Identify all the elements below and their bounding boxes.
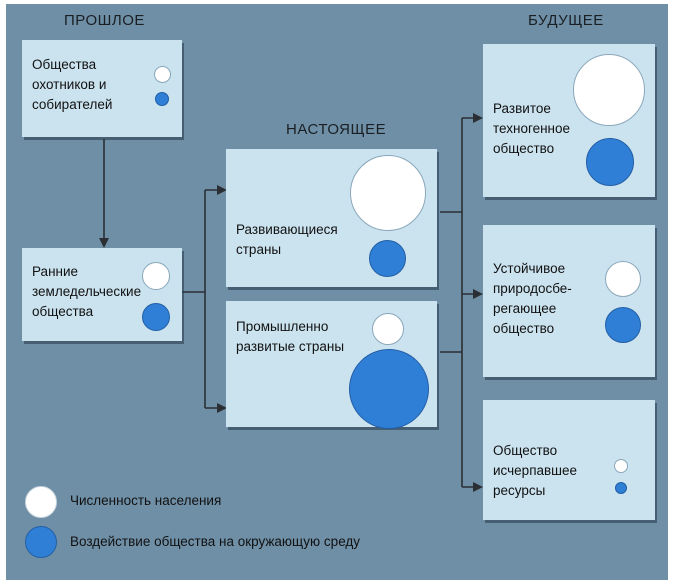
legend-impact-label: Воздействие общества на окружающую среду [70,534,361,549]
box-exhausted-society: Общество исчерпавшее ресурсы [483,400,655,520]
population-circle [350,155,426,231]
label-early-agricultural: Ранние земледельческие общества [32,264,142,319]
legend-impact-circle [25,526,57,558]
box-sustainable-society: Устойчивое природосбе- регающее общество [483,225,655,377]
population-circle [605,261,641,297]
heading-past: ПРОШЛОЕ [64,12,145,29]
impact-circle [605,307,641,343]
label-exhausted-society: Общество исчерпавшее ресурсы [493,443,578,498]
box-developing-countries: Развивающиеся страны [226,149,437,287]
population-circle [614,459,628,473]
label-developing-countries: Развивающиеся страны [236,222,338,257]
impact-circle [586,138,634,186]
box-industrial-countries: Промышленно развитые страны [226,301,437,429]
legend-population-circle [25,486,57,518]
population-circle [154,66,171,83]
heading-present: НАСТОЯЩЕЕ [286,121,387,138]
impact-circle [615,482,627,494]
population-circle [573,54,645,126]
heading-future: БУДУЩЕЕ [528,12,604,29]
label-industrial-countries: Промышленно развитые страны [236,319,345,354]
impact-circle [369,240,406,277]
box-technogenic-society: Развитое техногенное общество [483,44,655,197]
impact-circle [349,349,429,429]
impact-circle [142,303,170,331]
box-early-agricultural: Ранние земледельческие общества [22,248,182,341]
label-sustainable-society: Устойчивое природосбе- регающее общество [493,261,572,336]
population-circle [142,262,170,290]
impact-circle [155,92,169,106]
label-technogenic-society: Развитое техногенное общество [493,101,571,156]
box-hunters-gatherers: Общества охотников и собирателей [22,40,182,137]
label-hunters-gatherers: Общества охотников и собирателей [32,57,113,112]
population-circle [372,313,404,345]
legend-population-label: Численность населения [70,493,222,508]
